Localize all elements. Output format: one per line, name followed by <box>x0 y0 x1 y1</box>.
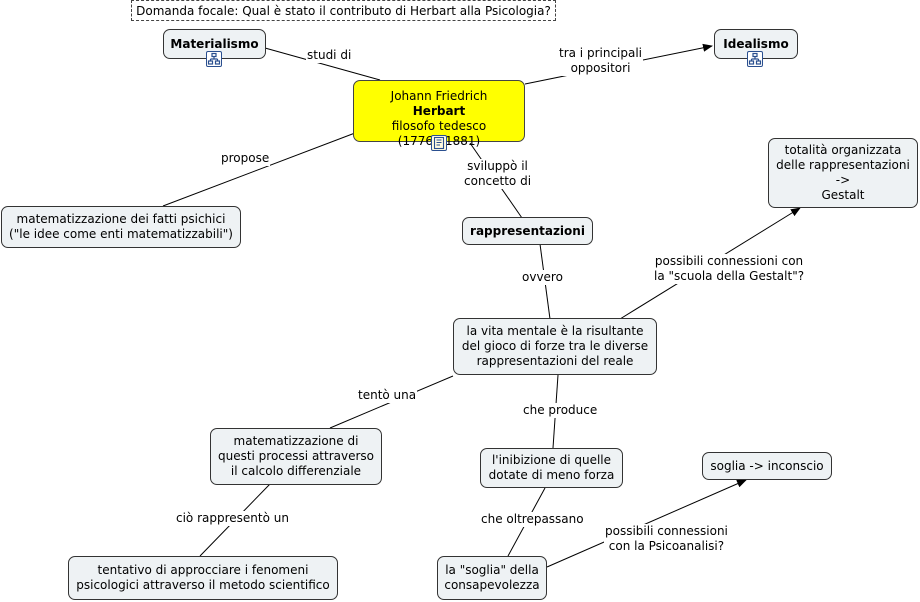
node-vita-mentale-label: la vita mentale è la risultante del gioc… <box>461 324 649 368</box>
node-soglia-consapevolezza-label: la "soglia" della consapevolezza <box>444 563 540 592</box>
link-label-ovvero: ovvero <box>521 270 564 285</box>
node-idealismo-label: Idealismo <box>723 36 789 51</box>
node-matematizzazione[interactable]: matematizzazione dei fatti psichici ("le… <box>1 206 241 248</box>
concept-map-icon[interactable] <box>747 51 763 67</box>
document-icon[interactable] <box>431 135 447 151</box>
node-rappresentazioni[interactable]: rappresentazioni <box>462 217 593 245</box>
focal-question: Domanda focale: Qual è stato il contribu… <box>131 0 556 21</box>
node-inibizione-label: l'inibizione di quelle dotate di meno fo… <box>488 453 615 482</box>
node-gestalt-label: totalità organizzata delle rappresentazi… <box>776 143 910 202</box>
concept-map-icon[interactable] <box>206 51 222 67</box>
link-label-propose: propose <box>220 151 271 166</box>
node-tentativo-label: tentativo di approcciare i fenomeni psic… <box>76 563 330 592</box>
node-soglia-inconscio[interactable]: soglia -> inconscio <box>702 452 832 480</box>
node-materialismo-label: Materialismo <box>170 36 259 51</box>
node-herbart-title: Johann Friedrich Herbart <box>391 74 488 119</box>
link-line <box>264 47 381 81</box>
link-label-rappresento: ciò rappresentò un <box>175 511 290 526</box>
node-soglia-inconscio-label: soglia -> inconscio <box>710 458 824 473</box>
node-herbart-desc: filosofo tedesco (1776 - 1881) <box>391 118 487 148</box>
node-calcolo-label: matematizzazione di questi processi attr… <box>217 434 375 478</box>
node-inibizione[interactable]: l'inibizione di quelle dotate di meno fo… <box>480 448 623 488</box>
link-label-oppositori: tra i principali oppositori <box>558 46 644 76</box>
link-label-sviluppo: sviluppò il concetto di <box>463 159 533 189</box>
node-herbart[interactable]: Johann Friedrich Herbart filosofo tedesc… <box>353 80 525 148</box>
link-label-oltrepassano: che oltrepassano <box>480 512 585 527</box>
node-soglia-consapevolezza[interactable]: la "soglia" della consapevolezza <box>437 556 547 600</box>
node-herbart-prefix: Johann Friedrich <box>390 88 488 103</box>
link-label-studi-di: studi di <box>306 48 353 63</box>
node-matematizzazione-label: matematizzazione dei fatti psichici ("le… <box>9 212 233 241</box>
node-calcolo[interactable]: matematizzazione di questi processi attr… <box>210 428 382 485</box>
node-herbart-name: Herbart <box>412 103 466 118</box>
link-line <box>546 479 747 568</box>
node-vita-mentale[interactable]: la vita mentale è la risultante del gioc… <box>453 318 657 375</box>
node-tentativo[interactable]: tentativo di approcciare i fenomeni psic… <box>68 556 338 600</box>
node-rappresentazioni-label: rappresentazioni <box>470 223 585 238</box>
link-line <box>162 132 356 207</box>
link-label-tento-una: tentò una <box>357 388 418 403</box>
link-label-connessioni-psicoanalisi: possibili connessioni con la Psicoanalis… <box>604 524 729 554</box>
node-gestalt[interactable]: totalità organizzata delle rappresentazi… <box>768 138 918 208</box>
link-label-che-produce: che produce <box>522 403 599 418</box>
link-label-connessioni-gestalt: possibili connessioni con la "scuola del… <box>653 254 806 284</box>
